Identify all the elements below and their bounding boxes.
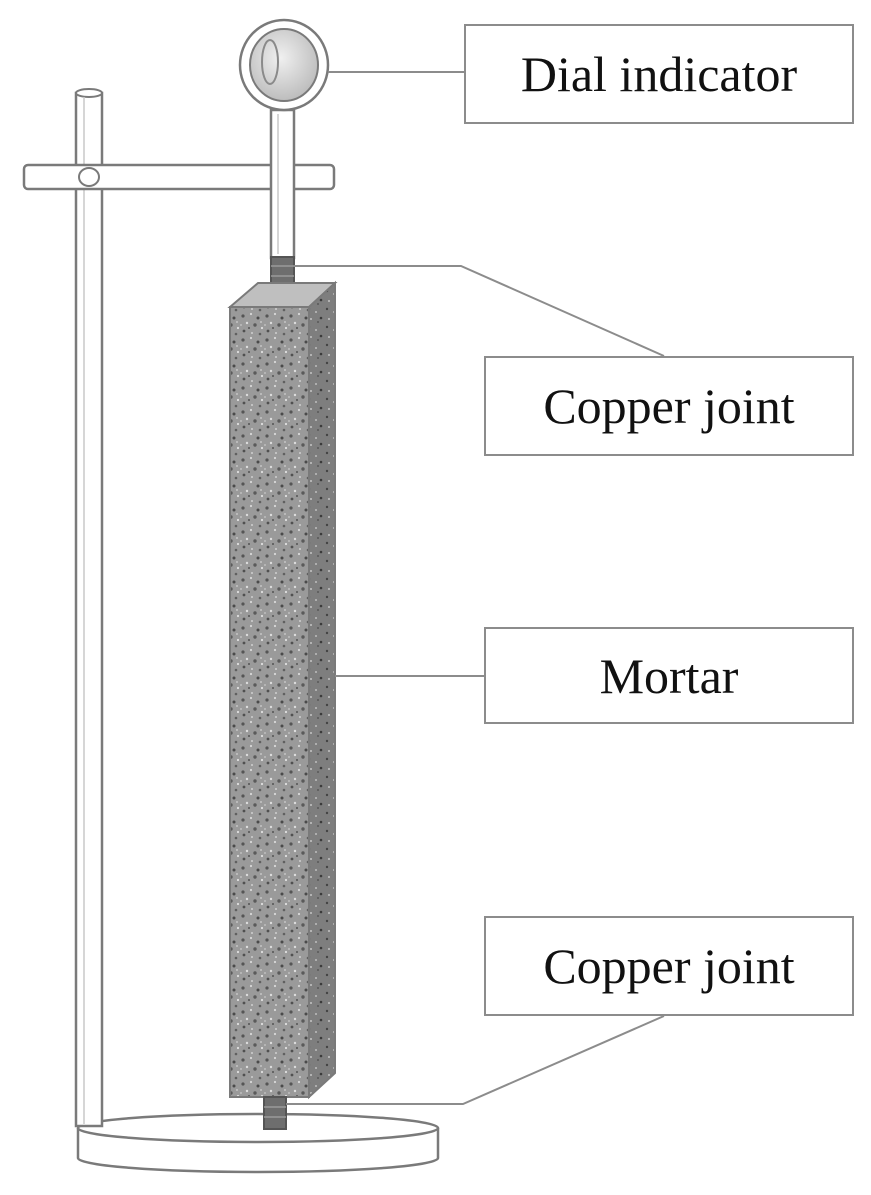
label-mortar: Mortar (484, 627, 854, 724)
label-copper-joint-bottom: Copper joint (484, 916, 854, 1016)
label-copper-joint-top: Copper joint (484, 356, 854, 456)
label-dial-indicator: Dial indicator (464, 24, 854, 124)
leader-lines (286, 71, 665, 1105)
label-dial-indicator-text: Dial indicator (520, 46, 798, 102)
label-copper-joint-bottom-text: Copper joint (543, 938, 795, 994)
label-copper-joint-top-text: Copper joint (543, 378, 795, 434)
mortar-specimen (227, 280, 338, 1100)
clamp-arm (22, 163, 336, 191)
label-mortar-text: Mortar (599, 647, 739, 704)
dial-indicator (238, 18, 330, 112)
dial-indicator-stem (269, 108, 296, 260)
leader-copper-joint-bottom (286, 1015, 665, 1105)
leader-copper-joint-top (294, 265, 665, 357)
copper-joint-bottom (263, 1096, 287, 1130)
base-plate (76, 1112, 440, 1174)
support-rod (74, 88, 104, 1128)
